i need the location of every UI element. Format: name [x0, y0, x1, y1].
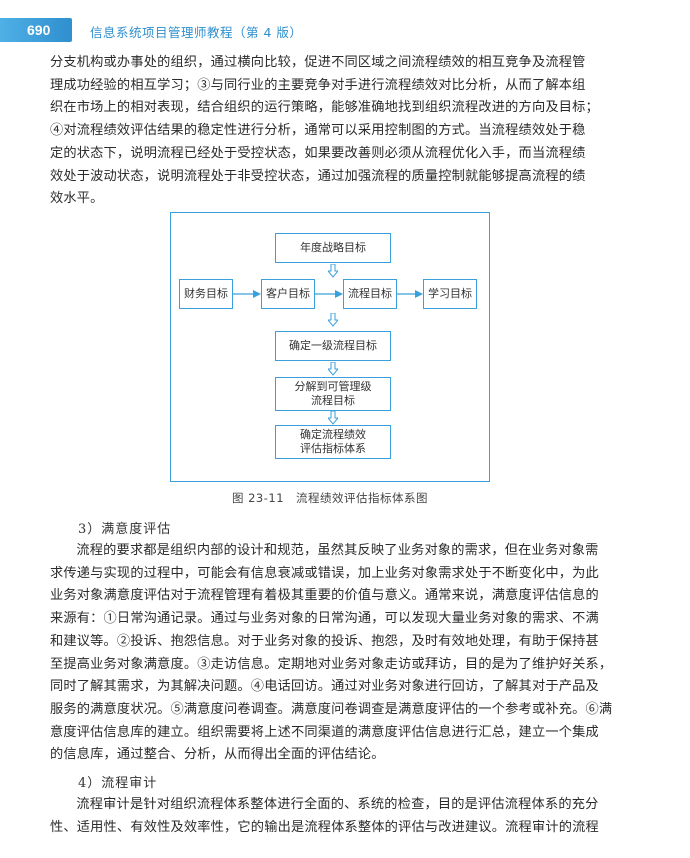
box-label: 流程目标: [348, 287, 392, 300]
text-line: 效处于波动状态，说明流程处于非受控状态，通过加强流程的质量控制就能够提高流程的绩: [50, 168, 586, 184]
process-indicator-diagram: 年度战略目标 财务目标 客户目标 流程目标 学习目标 确定一级流程目标: [170, 212, 490, 482]
text-line: 至提高业务对象满意度。③走访信息。定期地对业务对象走访或拜访，目的是为了维护好关…: [50, 656, 613, 672]
box-annual-strategy-goal: 年度战略目标: [275, 233, 391, 263]
box-label: 学习目标: [428, 287, 472, 300]
box-label: 年度战略目标: [300, 241, 366, 254]
text-line: 来源有：①日常沟通记录。通过与业务对象的日常沟通，可以发现大量业务对象的需求、不…: [50, 611, 599, 627]
box-indicator-system: 确定流程绩效 评估指标体系: [275, 425, 391, 459]
figure-caption: 图 23-11 流程绩效评估指标体系图: [231, 491, 429, 505]
paragraph-satisfaction: 流程的要求都是组织内部的设计和规范，虽然其反映了业务对象的需求，但在业务对象需 …: [50, 540, 650, 767]
arrow-right-icon: [233, 290, 261, 298]
text-line: 意度评估信息库的建立。组织需要将上述不同渠道的满意度评估信息进行汇总，建立一个集…: [50, 724, 599, 740]
box-label: 客户目标: [266, 287, 310, 300]
arrow-down-icon: [328, 411, 338, 425]
page-header: 690 信息系统项目管理师教程（第 4 版）: [0, 18, 690, 44]
text-line: 业务对象满意度评估对于流程管理有着极其重要的价值与意义。通常来说，满意度评估信息…: [50, 588, 599, 604]
box-decompose-manageable-goal: 分解到可管理级 流程目标: [275, 377, 391, 411]
arrow-down-icon: [328, 362, 338, 376]
text-line: 定的状态下，说明流程已经处于受控状态，如果要改善则必须从流程优化入手，而当流程绩: [50, 145, 586, 161]
section-heading-process-audit: 4）流程审计: [78, 776, 158, 791]
arrow-down-icon: [328, 313, 338, 327]
text-line: ④对流程绩效评估结果的稳定性进行分析，通常可以采用控制图的方式。当流程绩效处于稳: [50, 123, 586, 139]
box-process-goal: 流程目标: [343, 279, 397, 309]
box-label: 确定流程绩效: [300, 428, 366, 441]
text-line: 同时了解其需求，为其解决问题。④电话回访。通过对业务对象进行回访，了解其对于产品…: [50, 679, 599, 695]
paragraph-continued: 分支机构或办事处的组织，通过横向比较，促进不同区域之间流程绩效的相互竞争及流程管…: [50, 52, 650, 211]
arrow-right-icon: [397, 290, 423, 298]
paragraph-process-audit: 流程审计是针对组织流程体系整体进行全面的、系统的检查，目的是评估流程体系的充分 …: [50, 794, 650, 839]
box-label: 流程目标: [311, 394, 355, 407]
arrow-right-icon: [315, 290, 343, 298]
text-line: 性、适用性、有效性及效率性，它的输出是流程体系整体的评估与改进建议。流程审计的流…: [50, 819, 599, 835]
box-label: 评估指标体系: [300, 442, 366, 455]
box-label: 确定一级流程目标: [289, 339, 377, 352]
text-line: 流程审计是针对组织流程体系整体进行全面的、系统的检查，目的是评估流程体系的充分: [76, 797, 599, 812]
text-line: 和建议等。②投诉、抱怨信息。对于业务对象的投诉、抱怨，及时有效地处理，有助于保持…: [50, 633, 599, 649]
box-label: 财务目标: [184, 287, 228, 300]
text-line: 理成功经验的相互学习；③与同行业的主要竞争对手进行流程绩效对比分析，从而了解本组: [50, 77, 586, 93]
box-first-level-process-goal: 确定一级流程目标: [275, 331, 391, 361]
text-line: 效水平。: [50, 191, 104, 207]
text-line: 求传递与实现的过程中，可能会有信息衰减或错误，加上业务对象需求处于不断变化中，为…: [50, 565, 599, 581]
box-learning-goal: 学习目标: [423, 279, 477, 309]
section-heading-satisfaction: 3）满意度评估: [78, 522, 172, 537]
text-line: 的信息库，通过整合、分析，从而得出全面的评估结论。: [50, 747, 385, 763]
arrow-down-icon: [328, 264, 338, 278]
box-label: 分解到可管理级: [294, 380, 372, 393]
text-line: 织在市场上的相对表现，结合组织的运行策略，能够准确地找到组织流程改进的方向及目标…: [50, 100, 599, 116]
box-finance-goal: 财务目标: [179, 279, 233, 309]
text-line: 服务的满意度状况。⑤满意度问卷调查。满意度问卷调查是满意度评估的一个参考或补充。…: [50, 701, 613, 717]
text-line: 分支机构或办事处的组织，通过横向比较，促进不同区域之间流程绩效的相互竞争及流程管: [50, 55, 586, 70]
page-number: 690: [27, 22, 51, 38]
page-number-tab: [0, 18, 72, 42]
box-customer-goal: 客户目标: [261, 279, 315, 309]
text-line: 流程的要求都是组织内部的设计和规范，虽然其反映了业务对象的需求，但在业务对象需: [76, 543, 599, 558]
book-title: 信息系统项目管理师教程（第 4 版）: [90, 25, 303, 40]
